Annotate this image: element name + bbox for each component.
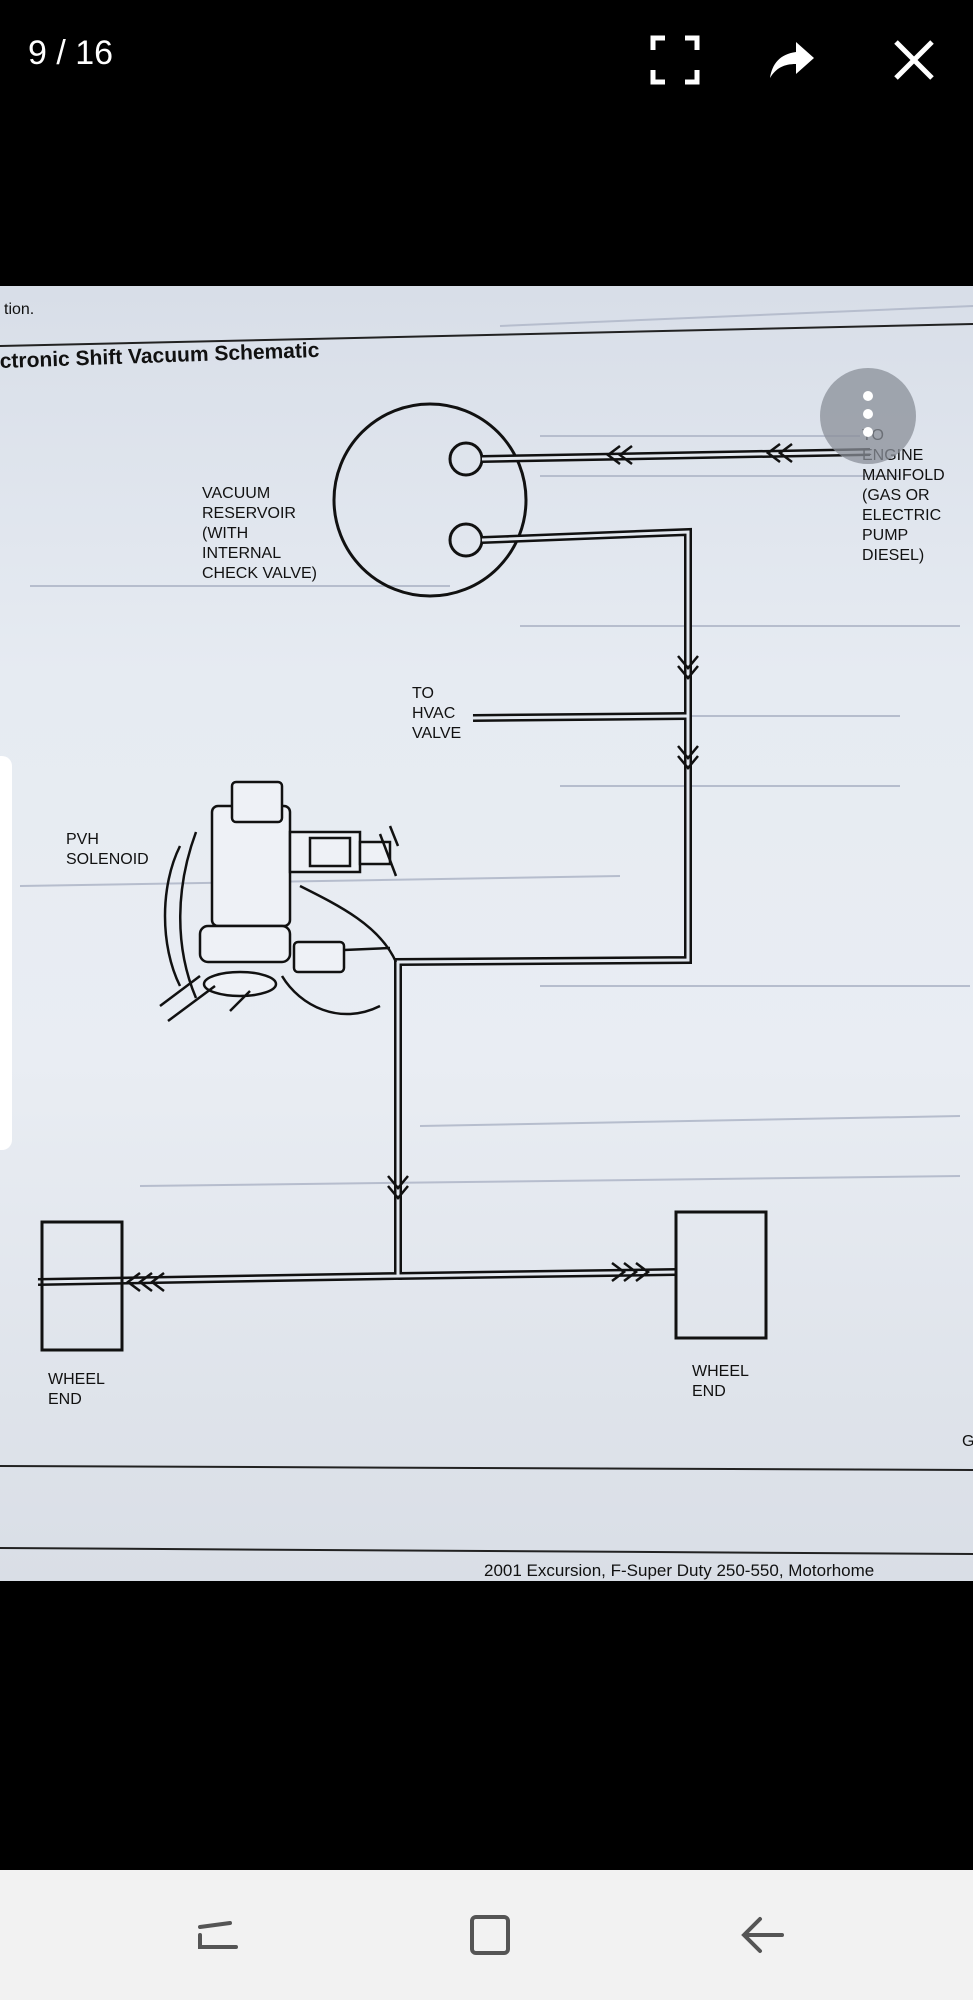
fragment-top-text: tion. <box>4 301 34 318</box>
footer-rule <box>0 1547 973 1555</box>
pvh-solenoid-drawing <box>159 780 400 1023</box>
share-icon[interactable] <box>762 30 822 90</box>
reservoir-port-bottom <box>448 522 484 558</box>
header-rule <box>0 323 973 347</box>
svg-text:DIESEL): DIESEL) <box>862 547 924 564</box>
flow-arrows <box>125 443 793 1292</box>
edge-letter: G <box>962 1433 973 1450</box>
page-footer: 2001 Excursion, F-Super Duty 250-550, Mo… <box>484 1561 874 1580</box>
edge-panel-handle[interactable] <box>0 756 12 1150</box>
label-wheel-end-right: WHEEL END <box>692 1363 749 1400</box>
svg-text:INTERNAL: INTERNAL <box>202 545 281 562</box>
svg-text:CHECK VALVE): CHECK VALVE) <box>202 565 317 582</box>
svg-text:VACUUM: VACUUM <box>202 485 270 502</box>
back-icon[interactable] <box>732 1905 792 1965</box>
svg-text:(GAS OR: (GAS OR <box>862 487 930 504</box>
svg-text:PVH: PVH <box>66 831 99 848</box>
svg-text:RESERVOIR: RESERVOIR <box>202 505 296 522</box>
svg-text:WHEEL: WHEEL <box>48 1371 105 1388</box>
svg-text:TO: TO <box>412 685 434 702</box>
wheel-end-left-box <box>40 1220 124 1352</box>
more-options-icon[interactable] <box>820 368 916 464</box>
bottom-rule <box>0 1465 973 1471</box>
wheel-end-right-box <box>674 1210 768 1340</box>
vacuum-hoses <box>37 448 871 1286</box>
vacuum-reservoir-shape <box>332 402 528 598</box>
svg-text:SOLENOID: SOLENOID <box>66 851 149 868</box>
system-navigation-bar <box>0 1870 973 2000</box>
fullscreen-icon[interactable] <box>645 30 705 90</box>
image-counter: 9 / 16 <box>28 34 114 72</box>
svg-text:ELECTRIC: ELECTRIC <box>862 507 941 524</box>
home-icon[interactable] <box>460 1905 520 1965</box>
label-pvh-solenoid: PVH SOLENOID <box>66 831 149 868</box>
svg-text:HVAC: HVAC <box>412 705 455 722</box>
label-wheel-end-left: WHEEL END <box>48 1371 105 1408</box>
recent-apps-icon[interactable] <box>188 1905 248 1965</box>
bleed-through-text <box>19 305 973 1187</box>
close-icon[interactable] <box>884 30 944 90</box>
label-hvac-valve: TO HVAC VALVE <box>412 685 461 742</box>
svg-text:WHEEL: WHEEL <box>692 1363 749 1380</box>
svg-text:MANIFOLD: MANIFOLD <box>862 467 945 484</box>
label-vacuum-reservoir: VACUUM RESERVOIR (WITH INTERNAL CHECK VA… <box>202 485 317 582</box>
svg-text:END: END <box>48 1391 82 1408</box>
svg-text:END: END <box>692 1383 726 1400</box>
schematic-photo: tion. ctronic Shift Vacuum Schematic <box>0 286 973 1581</box>
svg-text:PUMP: PUMP <box>862 527 908 544</box>
svg-text:(WITH: (WITH <box>202 525 248 542</box>
reservoir-port-top <box>448 441 484 477</box>
viewer-toolbar: 9 / 16 <box>0 0 973 120</box>
svg-text:VALVE: VALVE <box>412 725 461 742</box>
